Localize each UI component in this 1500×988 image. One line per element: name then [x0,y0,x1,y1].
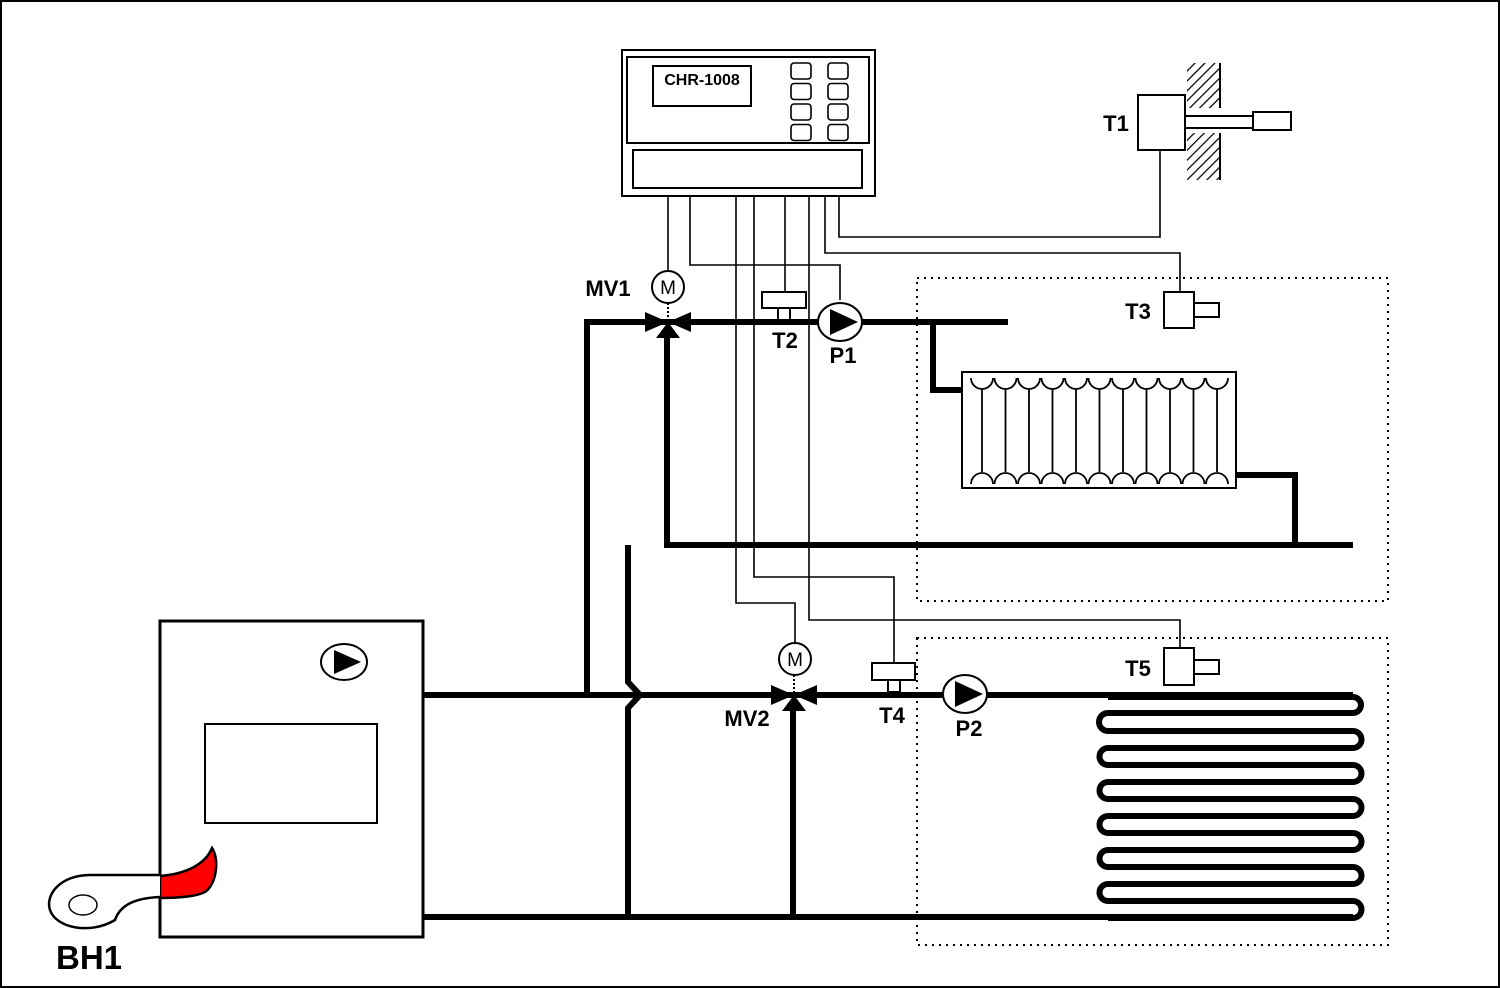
radiator [961,371,1237,489]
radiator-section [1040,377,1065,485]
controller-button[interactable] [827,62,849,80]
floor-zone-boundary [916,637,1389,946]
wall-hatch [1187,133,1220,180]
t1-label: T1 [1103,111,1129,136]
t2-pipe-sensor: T2 [761,291,807,353]
radiator-section [1134,377,1159,485]
radiator-section [993,377,1018,485]
mv1-motor-glyph: M [660,278,676,299]
controller-buttons [790,62,849,142]
pump-p2: P2 [942,674,988,741]
mixing-valve-mv2: M MV2 [724,642,817,731]
pump-p1: P1 [817,302,863,368]
radiator-section [1111,377,1135,485]
t5-room-sensor: T5 [1125,647,1220,686]
controller-button[interactable] [790,62,812,80]
p1-label: P1 [830,343,857,368]
bh1-label: BH1 [56,939,122,976]
controller-button[interactable] [827,123,849,142]
t4-label: T4 [879,703,905,728]
controller-display [652,65,752,107]
t1-outdoor-sensor: T1 [1103,63,1292,180]
controller-button[interactable] [790,123,812,142]
controller-button[interactable] [790,82,812,101]
radiator-section [1205,377,1229,485]
controller-model-label: CHR-1008 [664,72,740,89]
control-wiring [667,150,1181,663]
t3-label: T3 [1125,299,1151,324]
radiator-section [1017,377,1041,485]
radiator-section [1087,377,1112,485]
radiator-section [1181,377,1206,485]
t2-label: T2 [772,328,798,353]
t5-label: T5 [1125,656,1151,681]
p2-label: P2 [956,716,983,741]
wall-hatch [1187,63,1220,108]
radiator-section [1064,377,1088,485]
t3-room-sensor: T3 [1125,291,1220,329]
floor-heating-coil [1096,694,1365,921]
burner-bh1: BH1 [47,845,218,976]
mv1-label: MV1 [585,276,630,301]
controller-chr-1008: CHR-1008 [621,49,876,197]
radiator-section [970,377,994,485]
boiler-panel [204,723,378,824]
controller-terminal-panel [632,149,863,189]
boiler-pump [320,643,368,681]
mv2-label: MV2 [724,706,769,731]
mv2-motor-glyph: M [787,650,803,671]
controller-button[interactable] [790,103,812,121]
radiator-section [1158,377,1182,485]
mixing-valve-mv1: M MV1 [585,270,691,338]
t4-pipe-sensor: T4 [871,662,916,728]
flame-icon [158,845,218,900]
controller-button[interactable] [827,82,849,101]
radiator-zone-boundary [916,277,1389,602]
controller-button[interactable] [827,103,849,121]
pipework [423,319,1365,921]
